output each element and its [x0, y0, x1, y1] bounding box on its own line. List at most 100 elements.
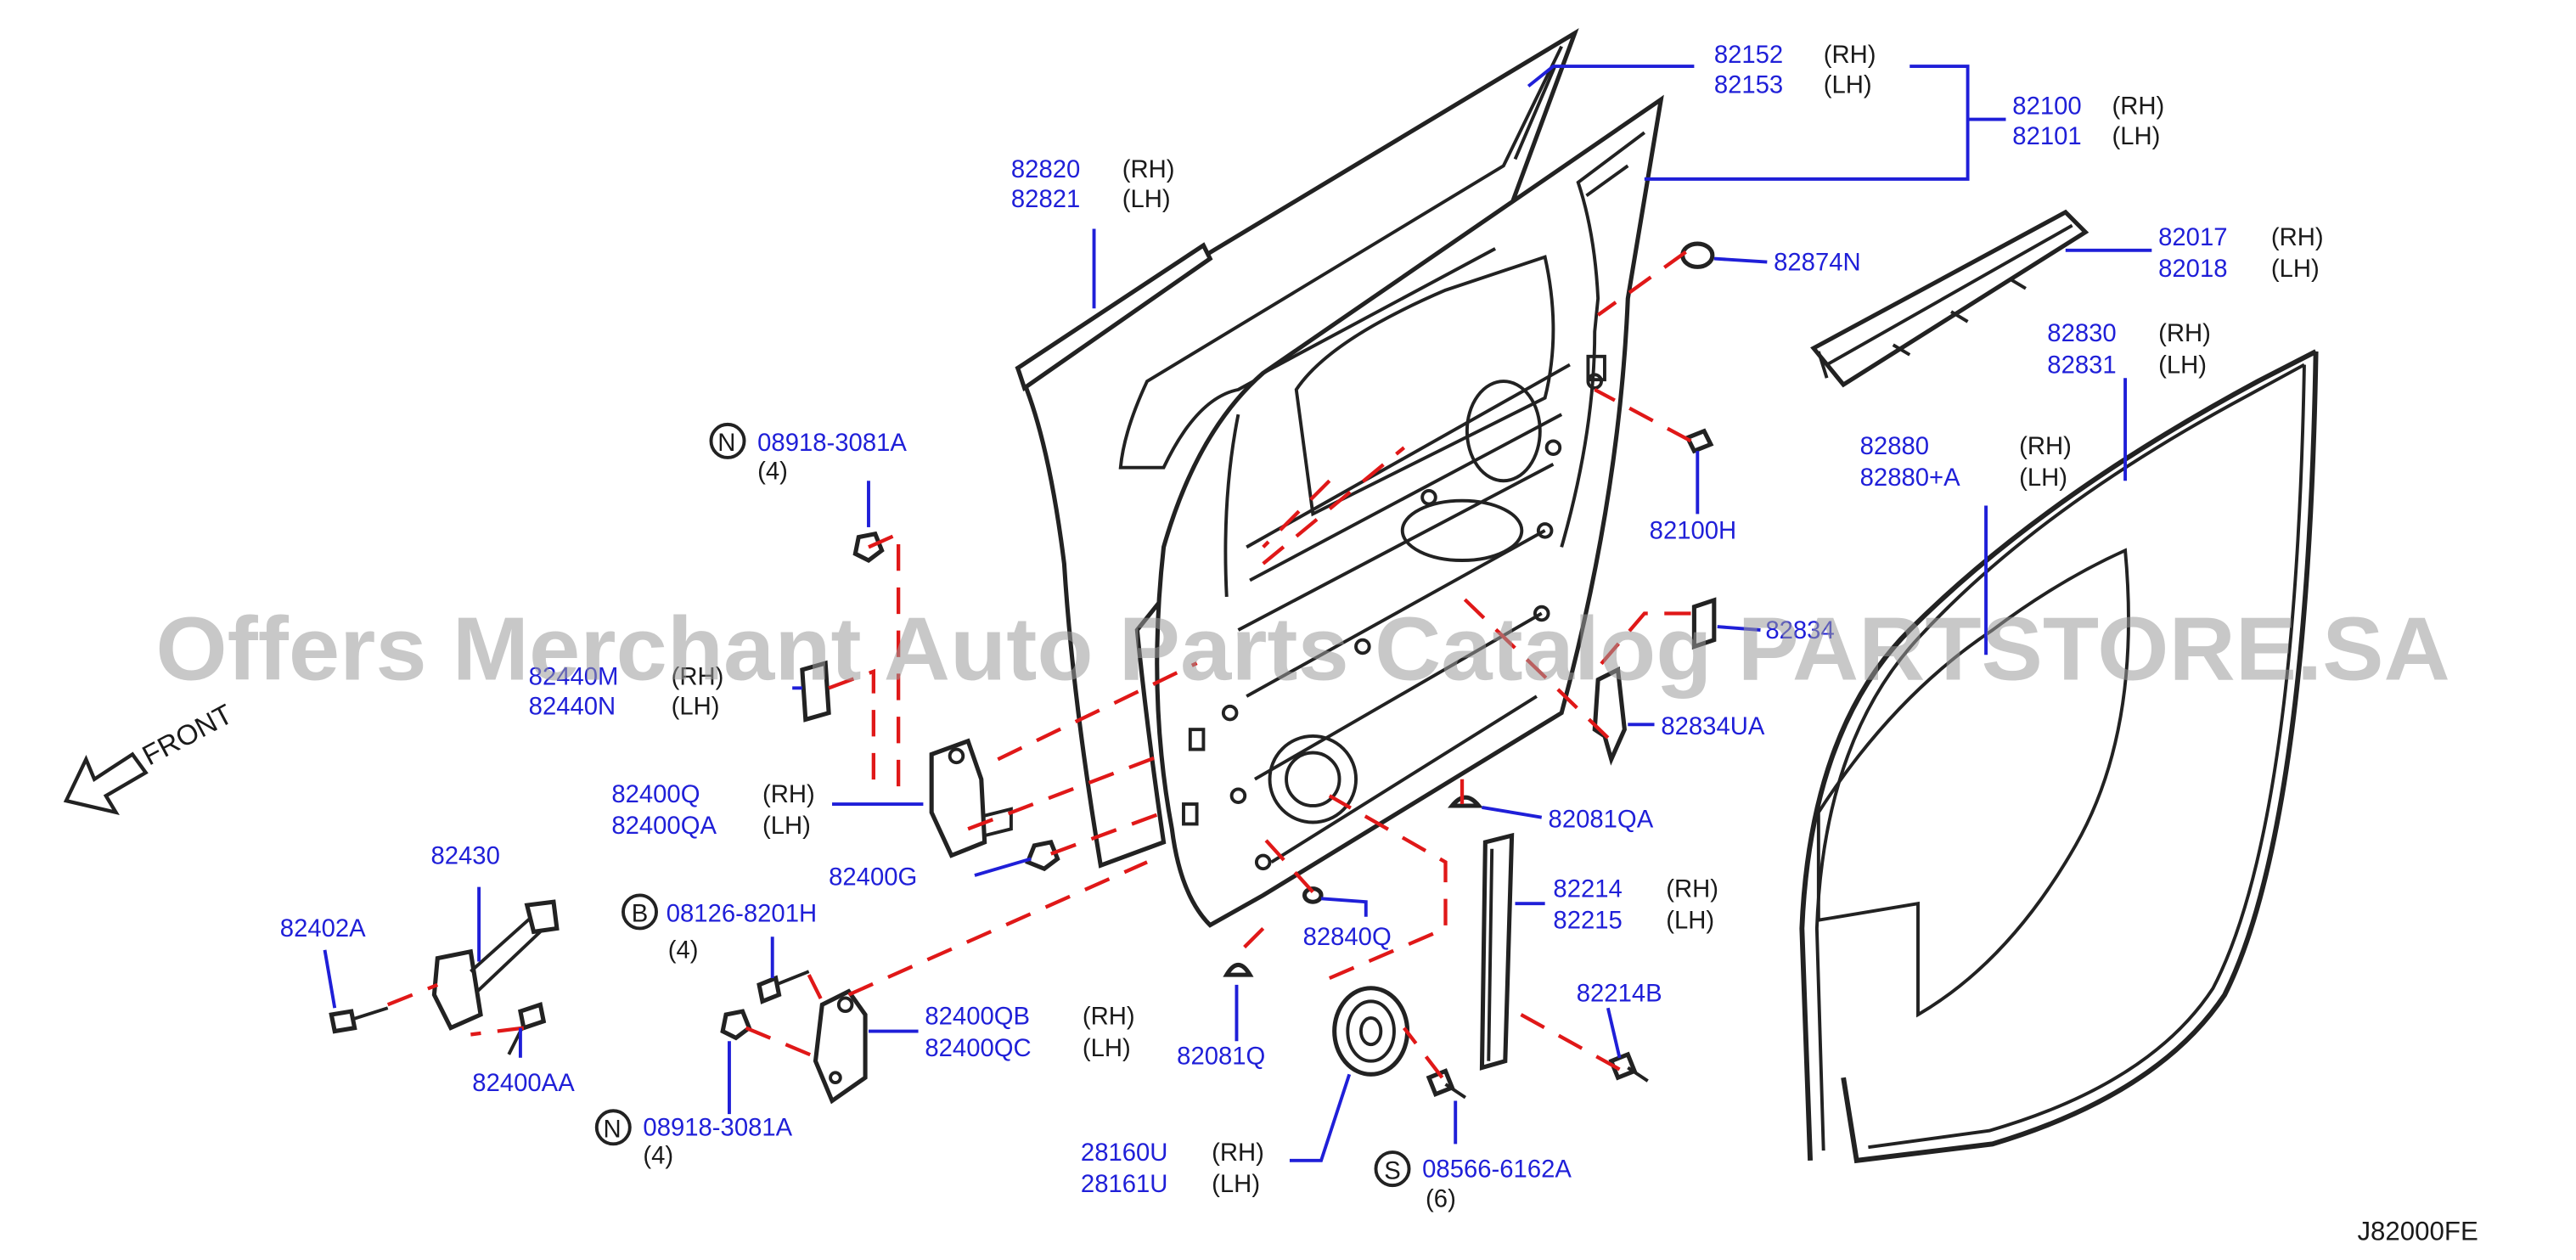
svg-text:N: N [717, 429, 735, 457]
part-label-82214B: 82214B [1577, 979, 1662, 1007]
side-label-82018: (LH) [2271, 255, 2320, 283]
side-label-82821: (LH) [1122, 185, 1171, 213]
part-labels: 82152 (RH) 82153 (LH) 82100 (RH) 82101 (… [280, 41, 2478, 1246]
part-label-08918-lower: 08918-3081A [643, 1114, 792, 1142]
leader-lines [323, 65, 2152, 1162]
part-label-08126: 08126-8201H [666, 900, 817, 928]
nut-82400G [1025, 840, 1060, 872]
side-label-82400QB: (RH) [1083, 1003, 1135, 1031]
weatherstrip-82830 [1799, 349, 2319, 1164]
plug-82081Q [1223, 962, 1254, 977]
side-label-82880: (RH) [2019, 432, 2072, 460]
part-label-82400QC: 82400QC [925, 1034, 1031, 1062]
side-label-82017: (RH) [2271, 223, 2324, 251]
qty-label-08918-upper: (4) [757, 457, 788, 485]
part-label-82400QA: 82400QA [611, 812, 717, 840]
part-label-82440N: 82440N [529, 693, 616, 721]
bolt-82402A [329, 1006, 389, 1034]
side-label-82440N: (LH) [672, 693, 720, 721]
bolt-08566-6162A [1426, 1068, 1467, 1100]
callout-badge-n-lower: N [594, 1109, 632, 1146]
part-label-82101: 82101 [2012, 122, 2081, 150]
part-label-28160U: 28160U [1081, 1139, 1168, 1167]
sealing-screen-82880 [1816, 548, 2130, 1018]
side-label-28161U: (LH) [1212, 1170, 1260, 1198]
side-label-82153: (LH) [1824, 70, 1872, 98]
part-label-82880A: 82880+A [1860, 464, 1960, 492]
part-label-82400Q: 82400Q [611, 780, 700, 808]
callout-badge-b: B [622, 893, 658, 931]
side-label-82400Q: (RH) [762, 780, 815, 808]
callout-badge-n-upper: N [709, 422, 746, 459]
part-label-82018: 82018 [2158, 255, 2227, 283]
part-label-82400QB: 82400QB [925, 1003, 1030, 1031]
callout-badge-s: S [1374, 1150, 1411, 1188]
hinge-lower-82400QB [813, 988, 868, 1105]
diagram-code: J82000FE [2357, 1217, 2478, 1246]
svg-text:B: B [632, 900, 649, 928]
side-label-82214: (RH) [1666, 875, 1718, 903]
part-label-82834: 82834 [1765, 616, 1834, 644]
bracket-82834UA [1592, 666, 1627, 766]
part-label-82152: 82152 [1714, 41, 1783, 69]
part-label-82215: 82215 [1553, 906, 1622, 934]
window-moulding-82820 [1015, 242, 1213, 391]
svg-text:S: S [1384, 1156, 1401, 1184]
part-label-82100: 82100 [2012, 93, 2081, 121]
plug-82100H [1685, 428, 1714, 454]
part-label-82100H: 82100H [1650, 517, 1737, 545]
part-label-82081Q: 82081Q [1177, 1043, 1265, 1071]
nut-08918-3081A-lower [720, 1009, 752, 1041]
channel-82214 [1479, 832, 1515, 1071]
qty-label-08566: (6) [1426, 1185, 1456, 1213]
part-label-82880: 82880 [1860, 432, 1929, 460]
part-label-82400G: 82400G [829, 863, 917, 892]
side-label-82880A: (LH) [2019, 464, 2067, 492]
installation-guides [386, 250, 1692, 1079]
bolt-82214B [1608, 1051, 1649, 1083]
door-inner-panel [1155, 94, 1664, 928]
part-label-82430: 82430 [430, 841, 499, 869]
side-label-82831: (LH) [2158, 351, 2207, 379]
bolt-08126-8201H [756, 970, 810, 1004]
side-label-82215: (LH) [1666, 906, 1714, 934]
qty-label-08126: (4) [668, 937, 699, 965]
part-label-82874N: 82874N [1774, 248, 1861, 276]
sash-moulding-82017 [1810, 209, 2089, 388]
side-label-82152: (RH) [1824, 41, 1876, 69]
part-label-82017: 82017 [2158, 223, 2227, 251]
part-label-82834UA: 82834UA [1661, 712, 1765, 740]
plug-82081QA [1448, 795, 1483, 808]
bracket-82834 [1691, 597, 1717, 650]
side-label-82820: (RH) [1122, 155, 1175, 183]
part-label-82830: 82830 [2047, 319, 2116, 347]
side-label-82400QA: (LH) [762, 812, 811, 840]
plug-82840Q [1302, 886, 1324, 904]
part-label-82440M: 82440M [529, 662, 619, 690]
bracket-82440M [800, 660, 831, 723]
side-label-82101: (LH) [2112, 122, 2160, 150]
front-label: FRONT [138, 699, 238, 772]
part-label-08566: 08566-6162A [1422, 1155, 1572, 1183]
side-label-82830: (RH) [2158, 319, 2211, 347]
speaker-28160U [1332, 986, 1410, 1077]
door-check-link-82430 [431, 899, 560, 1031]
part-label-82400AA: 82400AA [472, 1069, 575, 1097]
part-label-82214: 82214 [1553, 875, 1622, 903]
side-label-28160U: (RH) [1212, 1139, 1264, 1167]
qty-label-08918-lower: (4) [643, 1142, 673, 1170]
watermark: Offers Merchant Auto Parts Catalog PARTS… [155, 600, 2449, 700]
side-label-82400QC: (LH) [1083, 1034, 1131, 1062]
part-label-28161U: 28161U [1081, 1170, 1168, 1198]
grommet-82874N [1680, 241, 1715, 269]
part-label-82821: 82821 [1011, 185, 1080, 213]
part-label-82820: 82820 [1011, 155, 1080, 183]
part-label-82153: 82153 [1714, 70, 1783, 98]
side-label-82440M: (RH) [672, 662, 724, 690]
side-label-82100: (RH) [2112, 93, 2164, 121]
part-label-08918-upper: 08918-3081A [757, 429, 907, 457]
front-arrow-icon [63, 751, 149, 816]
svg-text:N: N [604, 1116, 622, 1144]
part-label-82840Q: 82840Q [1303, 923, 1392, 951]
